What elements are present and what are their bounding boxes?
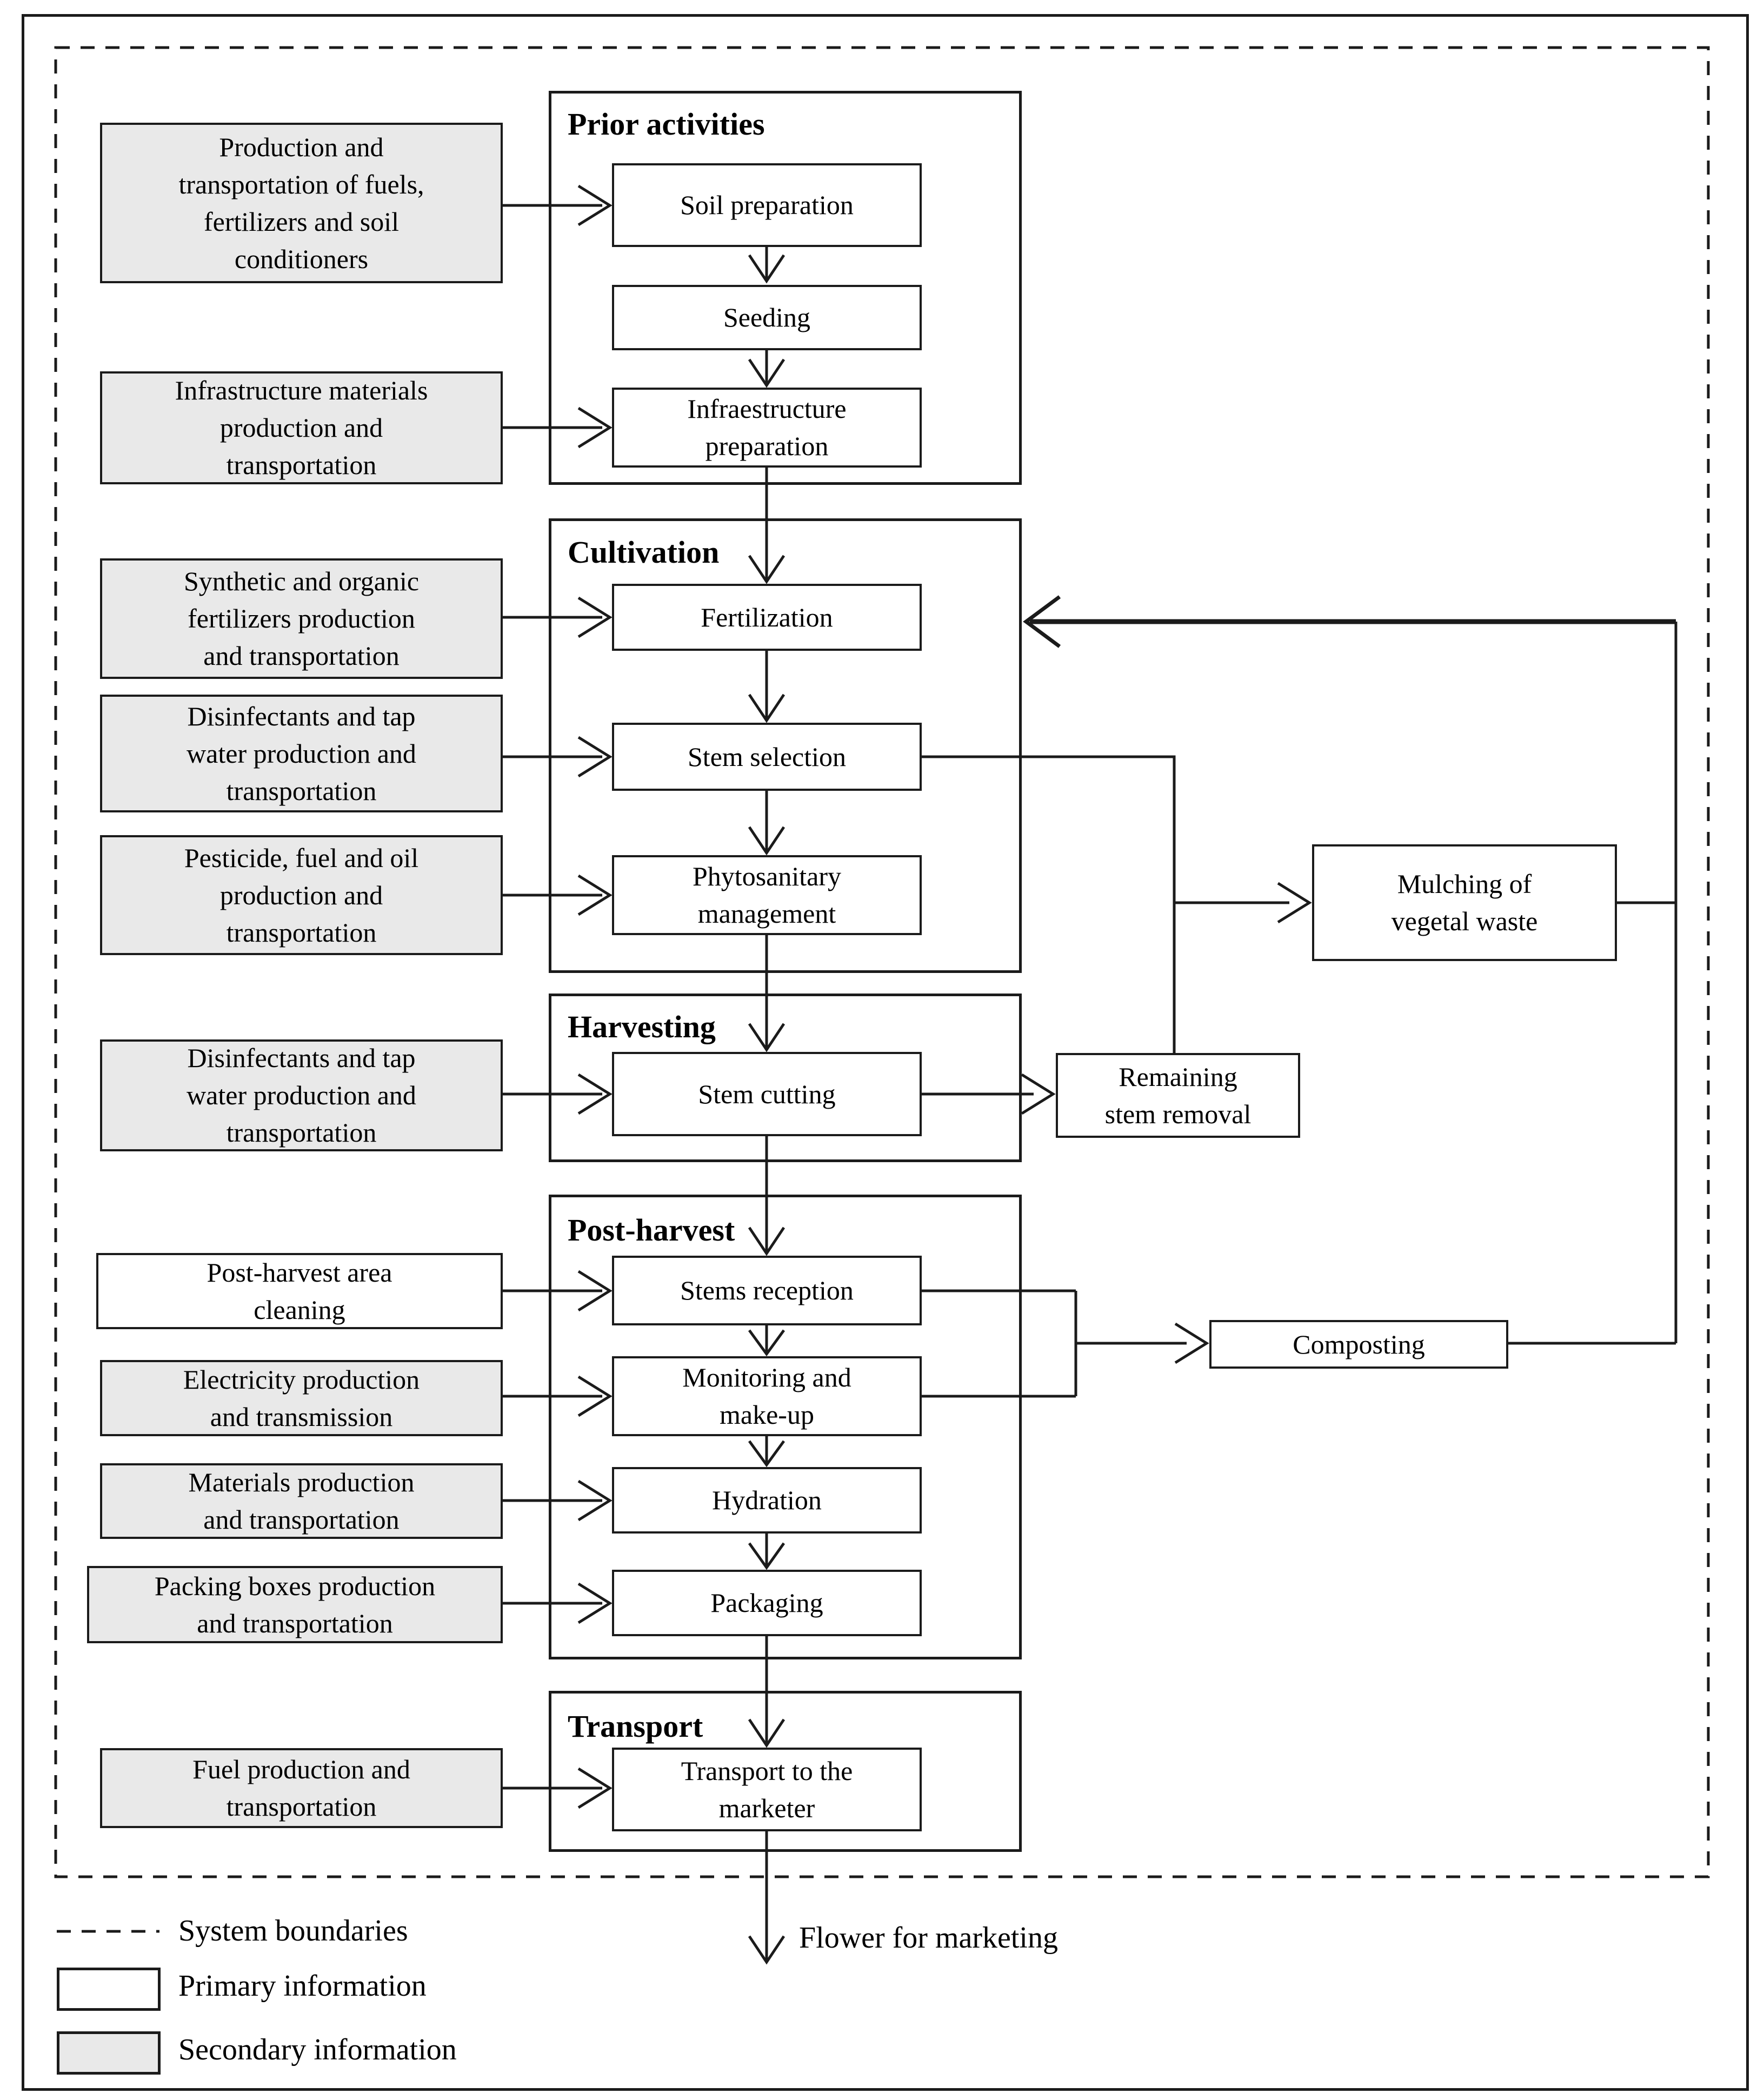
- source-box-electricity: Electricity production and transmission: [100, 1360, 503, 1436]
- process-box-seeding: Seeding: [612, 285, 922, 350]
- source-box-fuels-fertilizers: Production and transportation of fuels, …: [100, 123, 503, 283]
- process-box-stem-selection: Stem selection: [612, 723, 922, 791]
- stage-group-transport: [549, 1691, 1022, 1852]
- stage-label-transport: Transport: [568, 1709, 703, 1744]
- process-box-stem-cutting: Stem cutting: [612, 1052, 922, 1136]
- process-box-transport-to-marketer: Transport to the marketer: [612, 1748, 922, 1831]
- stage-group-prior-activities: [549, 91, 1022, 485]
- return-arrow: [1023, 595, 1676, 648]
- stage-label-harvesting: Harvesting: [568, 1009, 716, 1044]
- remaining-stem-removal-box: Remaining stem removal: [1056, 1053, 1300, 1138]
- source-box-post-harvest-area-cleaning: Post-harvest area cleaning: [96, 1253, 503, 1329]
- stage-group-cultivation: [549, 518, 1022, 973]
- source-box-synthetic-organic-fertilizers: Synthetic and organic fertilizers produc…: [100, 558, 503, 679]
- legend-swatch-secondary: [57, 2031, 161, 2075]
- outer-border: [22, 14, 1749, 2091]
- source-box-materials: Materials production and transportation: [100, 1463, 503, 1539]
- source-box-disinfectants-tap-water-2: Disinfectants and tap water production a…: [100, 1039, 503, 1151]
- stage-label-cultivation: Cultivation: [568, 535, 720, 570]
- legend-swatch-primary: [57, 1968, 161, 2011]
- process-box-soil-preparation: Soil preparation: [612, 163, 922, 247]
- stage-label-post-harvest: Post-harvest: [568, 1212, 735, 1248]
- source-arrows: [503, 184, 613, 1809]
- stage-group-harvesting: [549, 994, 1022, 1162]
- legend-label-primary-information: Primary information: [178, 1969, 427, 2003]
- source-box-fuel: Fuel production and transportation: [100, 1748, 503, 1828]
- flower-output-label: Flower for marketing: [799, 1921, 1058, 1955]
- system-boundary-dashed-rect: [54, 46, 1710, 1878]
- process-box-stems-reception: Stems reception: [612, 1256, 922, 1325]
- source-box-infrastructure-materials: Infrastructure materials production and …: [100, 371, 503, 484]
- source-box-disinfectants-tap-water-1: Disinfectants and tap water production a…: [100, 695, 503, 812]
- process-box-monitoring-make-up: Monitoring and make-up: [612, 1356, 922, 1436]
- legend-label-secondary-information: Secondary information: [178, 2033, 457, 2066]
- process-box-infraestructure-preparation: Infraestructure preparation: [612, 388, 922, 468]
- process-box-hydration: Hydration: [612, 1467, 922, 1534]
- source-box-pesticide-fuel-oil: Pesticide, fuel and oil production and t…: [100, 835, 503, 955]
- stage-label-prior-activities: Prior activities: [568, 106, 765, 142]
- main-flow-arrows: [748, 247, 786, 1965]
- composting-box: Composting: [1209, 1320, 1508, 1369]
- stage-group-post-harvest: [549, 1195, 1022, 1659]
- waste-connectors: [922, 622, 1678, 1398]
- legend-label-system-boundaries: System boundaries: [178, 1914, 408, 1948]
- process-box-phytosanitary-management: Phytosanitary management: [612, 855, 922, 935]
- source-box-packing-boxes: Packing boxes production and transportat…: [87, 1566, 503, 1643]
- process-box-packaging: Packaging: [612, 1570, 922, 1636]
- mulching-box: Mulching of vegetal waste: [1312, 844, 1617, 961]
- process-box-fertilization: Fertilization: [612, 584, 922, 651]
